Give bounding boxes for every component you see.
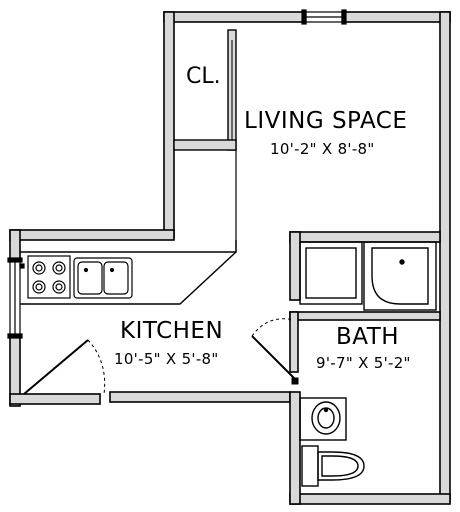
bath-cabinet	[299, 241, 363, 305]
top-window	[301, 9, 347, 25]
toilet	[301, 445, 365, 487]
kitchen-sink	[73, 257, 133, 299]
living-space-label: LIVING SPACE	[244, 108, 408, 134]
bath-label: BATH	[336, 324, 400, 350]
bath-door	[251, 318, 299, 385]
interior-partition	[289, 311, 441, 373]
exterior-walls	[9, 11, 451, 505]
cooktop	[27, 255, 71, 299]
kitchen-label: KITCHEN	[120, 318, 224, 344]
shower	[363, 241, 437, 311]
closet-label: CL.	[186, 64, 221, 89]
entry-door	[23, 339, 106, 395]
bath-sink	[299, 397, 347, 441]
closet-walls	[173, 29, 237, 151]
left-window	[7, 257, 25, 339]
living-space-dimensions: 10'-2" X 8'-8"	[270, 140, 375, 158]
bath-dimensions: 9'-7" X 5'-2"	[316, 354, 411, 372]
kitchen-dimensions: 10'-5" X 5'-8"	[114, 350, 219, 368]
